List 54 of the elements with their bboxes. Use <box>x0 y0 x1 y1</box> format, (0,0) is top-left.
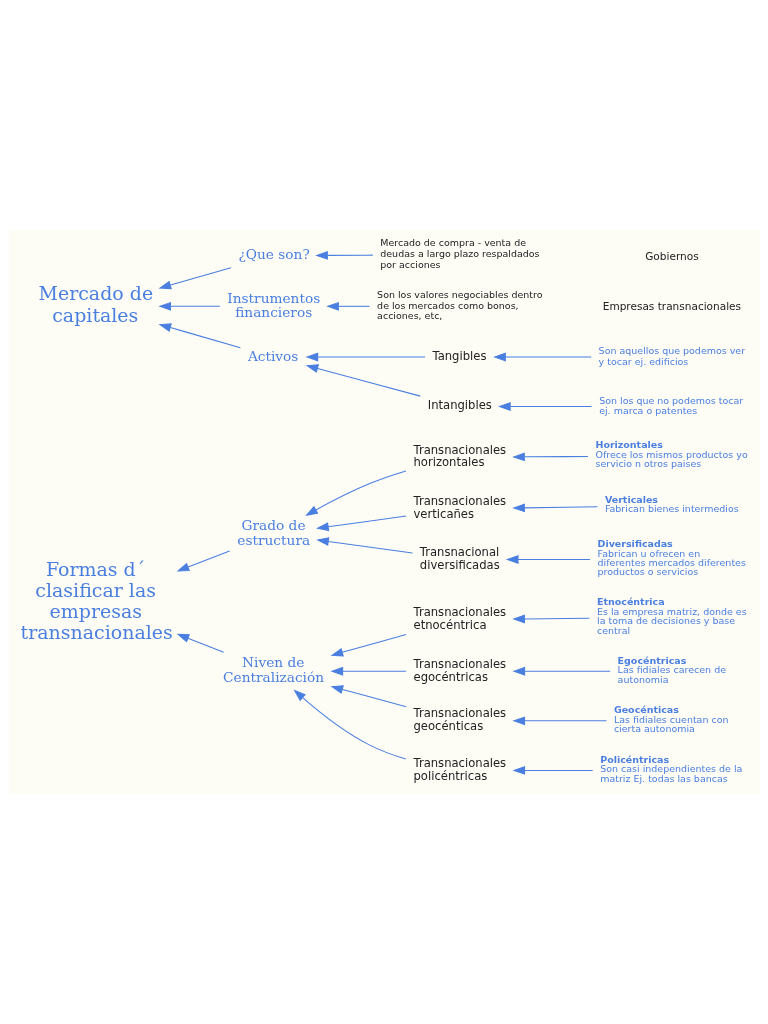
node-text: Niven de Centralización <box>222 654 324 686</box>
arrow <box>315 515 407 532</box>
node-text: Transnacionales horizontales <box>413 442 506 470</box>
node-text: Son los valores negociables dentro de los mercados como bonos, acciones, etc, <box>376 289 543 322</box>
arrow <box>305 352 426 362</box>
node-text: ¿Que son? <box>237 246 310 263</box>
arrow <box>511 503 598 513</box>
arrow <box>511 716 607 726</box>
node-text: Transnacionales verticañes <box>413 494 506 522</box>
arrow <box>176 633 224 653</box>
node-text: Transnacionales geocénticas <box>413 706 506 734</box>
node-text: Verticales Fabrican bienes intermedios <box>604 493 739 515</box>
node-text: Tangibles <box>431 348 486 363</box>
label: Empresas transnacionales <box>602 300 741 313</box>
arrow <box>497 402 592 411</box>
node-text: Son aquellos que podemos ver y tocar ej. edificios <box>598 344 745 367</box>
arrow <box>511 766 593 775</box>
node-text: Activos <box>247 347 298 364</box>
node-text: Son los que no podemos tocar ej. marca o patentes <box>598 394 743 417</box>
node-text: Diversificadas Fabrican u ofrecen en diferentes mercados diferentes productos o servicios <box>597 538 746 578</box>
arrow <box>511 614 590 624</box>
node-text: Transnacionales etnocéntrica <box>413 605 506 632</box>
node-text: Horizontales Ofrece los mismos productos yo servicio n otros paises <box>594 439 748 470</box>
node-text: Policéntricas Son casi independientes de la matriz Ej. todas las bancas <box>599 753 742 784</box>
arrow <box>305 364 421 397</box>
arrow <box>293 689 406 760</box>
node-text: Mercado de capitales <box>38 282 153 326</box>
node-text: Transnacionales egocéntricas <box>413 656 506 684</box>
node-text: Etnocéntrica Es la empresa matriz, donde es la toma de decisiones y base central <box>596 596 747 636</box>
arrow <box>330 685 407 708</box>
node-text: Instrumentos financieros <box>226 289 320 321</box>
arrow <box>492 352 592 362</box>
arrow <box>330 633 407 657</box>
node-text: Transnacional diversificadas <box>419 545 500 572</box>
node-text: Egocéntricas Las fidiales carecen de autonomia <box>617 654 726 685</box>
node-text: Mercado de compra - venta de deudas a largo plazo respaldados por acciones <box>379 237 540 270</box>
arrow <box>314 250 373 260</box>
node-text: Intangibles <box>427 398 492 413</box>
arrow <box>304 470 406 516</box>
label: Gobiernos <box>644 250 699 263</box>
arrow <box>315 537 413 554</box>
arrow <box>511 666 611 676</box>
arrow <box>158 323 241 349</box>
arrow <box>505 555 591 564</box>
node-text: Formas d´ clasificar las empresas transnacionales <box>20 557 173 643</box>
node-text: Grado de estructura <box>236 517 310 549</box>
arrow <box>330 666 407 676</box>
arrow <box>176 550 230 572</box>
arrow <box>325 301 370 311</box>
arrow <box>157 301 220 311</box>
arrow <box>511 452 588 462</box>
node-text: Transnacionales policéntricas <box>413 756 506 783</box>
node-text: Geocénticas Las fidiales cuentan con cierta autonomia <box>613 704 728 735</box>
arrow <box>158 267 231 290</box>
